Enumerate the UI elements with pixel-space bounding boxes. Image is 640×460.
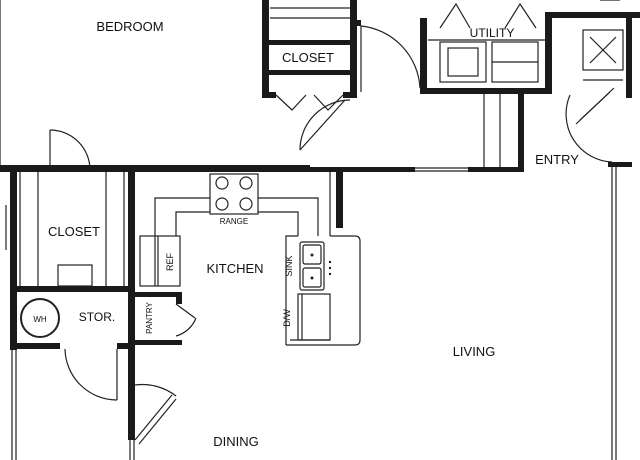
- hall-door-leaf-icon: [299, 99, 346, 151]
- wall-left-outer: [10, 170, 17, 292]
- doors: [49, 25, 615, 460]
- pantry-door-leaf-icon: [175, 303, 196, 319]
- room-label-living: LIVING: [453, 344, 496, 359]
- wall-mid-left: [0, 165, 282, 172]
- water-heater-icon: [20, 298, 60, 338]
- wall-closet-left: [262, 0, 269, 92]
- utility-details: [428, 2, 545, 83]
- wall-closet-shelf: [262, 40, 357, 45]
- bifold-door-right-icon: [313, 94, 344, 111]
- kitchen-counters: [139, 172, 361, 346]
- closet-door-swing-icon: [49, 129, 91, 171]
- wall-pantry-bottom: [132, 340, 182, 345]
- wall-pantry-jamb: [176, 292, 182, 304]
- storage-door-swing-icon: [64, 348, 118, 401]
- room-label-entry: ENTRY: [535, 152, 579, 167]
- washer-icon: [439, 41, 487, 83]
- wall-storage-left: [10, 286, 17, 350]
- wall-entry-left: [518, 94, 524, 172]
- fixture-label-dishwasher: D/W: [282, 309, 292, 327]
- burner-icon: [239, 176, 253, 190]
- bifold-door-icon: [439, 2, 471, 29]
- wall-storage-top: [10, 286, 135, 292]
- burner-icon: [215, 197, 229, 211]
- thin-lines: [0, 0, 620, 460]
- room-label-closet-left: CLOSET: [48, 224, 100, 239]
- range: [209, 173, 259, 215]
- wall-mid-center: [310, 167, 415, 172]
- drain-icon: [310, 253, 314, 257]
- wall-closet-stub-right: [343, 92, 357, 98]
- room-label-utility: UTILITY: [470, 26, 515, 40]
- closet-top-details: [267, 0, 350, 111]
- wall-storage-bottom-left: [10, 343, 60, 349]
- closet-left-details: [5, 172, 125, 287]
- fixture-label-sink: SINK: [284, 255, 294, 276]
- labels: BEDROOM CLOSET UTILITY ENTRY CLOSET KITC…: [33, 19, 579, 449]
- wall-closet-jamb: [355, 20, 361, 26]
- fixture-label-water-heater: WH: [33, 315, 47, 324]
- burner-icon: [239, 197, 253, 211]
- mechanical-box: [582, 29, 624, 71]
- dishwasher: [297, 293, 331, 341]
- fixture-label-range: RANGE: [220, 217, 248, 226]
- wall-utility-left: [420, 18, 427, 93]
- wall-entry-stub: [608, 162, 632, 167]
- wall-utility-right: [545, 12, 552, 94]
- wall-mid-right: [468, 167, 524, 172]
- refrigerator: [139, 235, 181, 287]
- wall-kitchen-left: [128, 170, 135, 440]
- wall-kitchen-right: [336, 170, 343, 228]
- entry-details: [582, 29, 624, 81]
- sink: [299, 241, 332, 291]
- wall-closet-stub-left: [262, 92, 276, 98]
- dining-door-leaf-icon: [134, 394, 173, 441]
- wall-entry-top: [552, 12, 640, 18]
- wall-closet-right: [350, 0, 357, 92]
- wall-mid-header: [282, 165, 310, 172]
- bedroom-door-swing-icon: [360, 25, 421, 89]
- room-label-kitchen: KITCHEN: [206, 261, 263, 276]
- dining-door-swing-icon: [134, 383, 177, 397]
- pantry-door-swing-icon: [175, 317, 197, 337]
- walls: [0, 0, 640, 440]
- wall-utility-bottom: [420, 88, 548, 94]
- drain-icon: [310, 276, 314, 280]
- hall-door-swing-icon: [299, 99, 351, 151]
- wall-closet-bottom: [262, 70, 357, 75]
- fixture-label-refrigerator: REF: [165, 252, 175, 271]
- bifold-door-icon: [504, 2, 537, 29]
- wall-pantry-top: [132, 292, 182, 297]
- burner-icon: [215, 176, 229, 190]
- room-label-dining: DINING: [213, 434, 259, 449]
- room-label-closet-top: CLOSET: [282, 50, 334, 65]
- fixture-label-pantry: PANTRY: [145, 301, 154, 333]
- water-heater: [20, 298, 60, 338]
- bifold-door-left-icon: [275, 94, 307, 111]
- room-label-bedroom: BEDROOM: [96, 19, 163, 34]
- entry-door-swing-icon: [565, 94, 613, 163]
- room-label-storage: STOR.: [79, 310, 115, 324]
- wall-entry-right: [626, 18, 632, 98]
- wall-storage-bottom-right: [117, 343, 135, 349]
